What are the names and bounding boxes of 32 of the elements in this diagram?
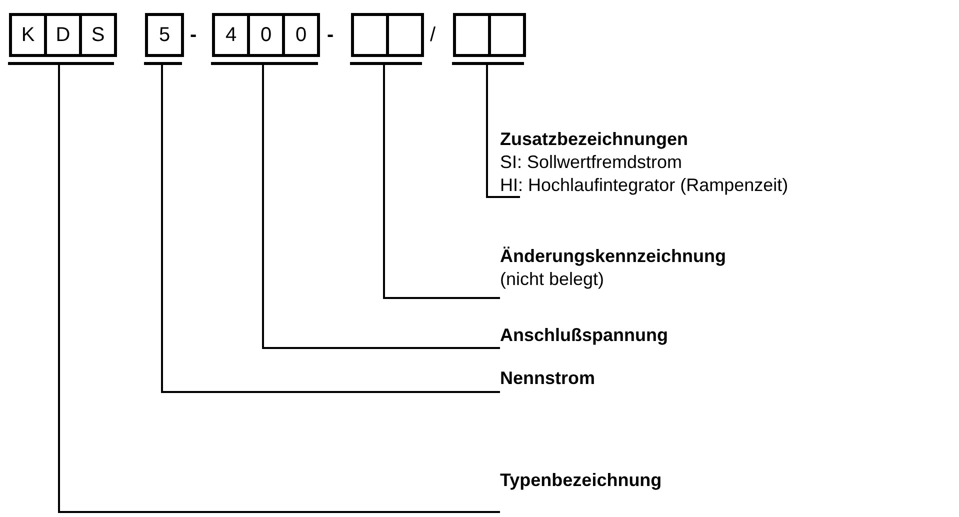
field-description: SI: Sollwertfremdstrom	[500, 151, 684, 174]
field-description: HI: Hochlaufintegrator (Rampenzeit)	[500, 174, 790, 197]
character-box: K	[9, 13, 47, 57]
field-heading: Anschlußspannung	[500, 324, 669, 347]
empty-box	[386, 13, 424, 57]
code-segment	[350, 13, 422, 65]
character-box: D	[44, 13, 82, 57]
empty-box	[351, 13, 389, 57]
code-segment	[144, 13, 182, 65]
character-box: 0	[247, 13, 285, 57]
character-box: S	[79, 13, 117, 57]
empty-box	[488, 13, 526, 57]
code-segment	[211, 13, 318, 65]
code-segment	[452, 13, 524, 65]
empty-box	[453, 13, 491, 57]
leader-line	[383, 65, 500, 299]
field-description: (nicht belegt)	[500, 268, 606, 291]
leader-line	[161, 65, 500, 393]
field-heading: Änderungskennzeichnung	[500, 245, 728, 268]
field-heading: Typenbezeichnung	[500, 469, 663, 492]
leader-line	[58, 65, 500, 513]
field-heading: Zusatzbezeichnungen	[500, 128, 690, 151]
leader-line	[262, 65, 500, 349]
field-heading: Nennstrom	[500, 367, 596, 390]
character-box: 5	[145, 13, 184, 57]
character-box: 4	[212, 13, 250, 57]
character-box: 0	[282, 13, 320, 57]
separator-slash: /	[430, 24, 436, 47]
separator-dash: -	[327, 24, 334, 47]
separator-dash: -	[190, 24, 197, 47]
code-segment	[8, 13, 114, 65]
leader-line	[486, 65, 520, 198]
